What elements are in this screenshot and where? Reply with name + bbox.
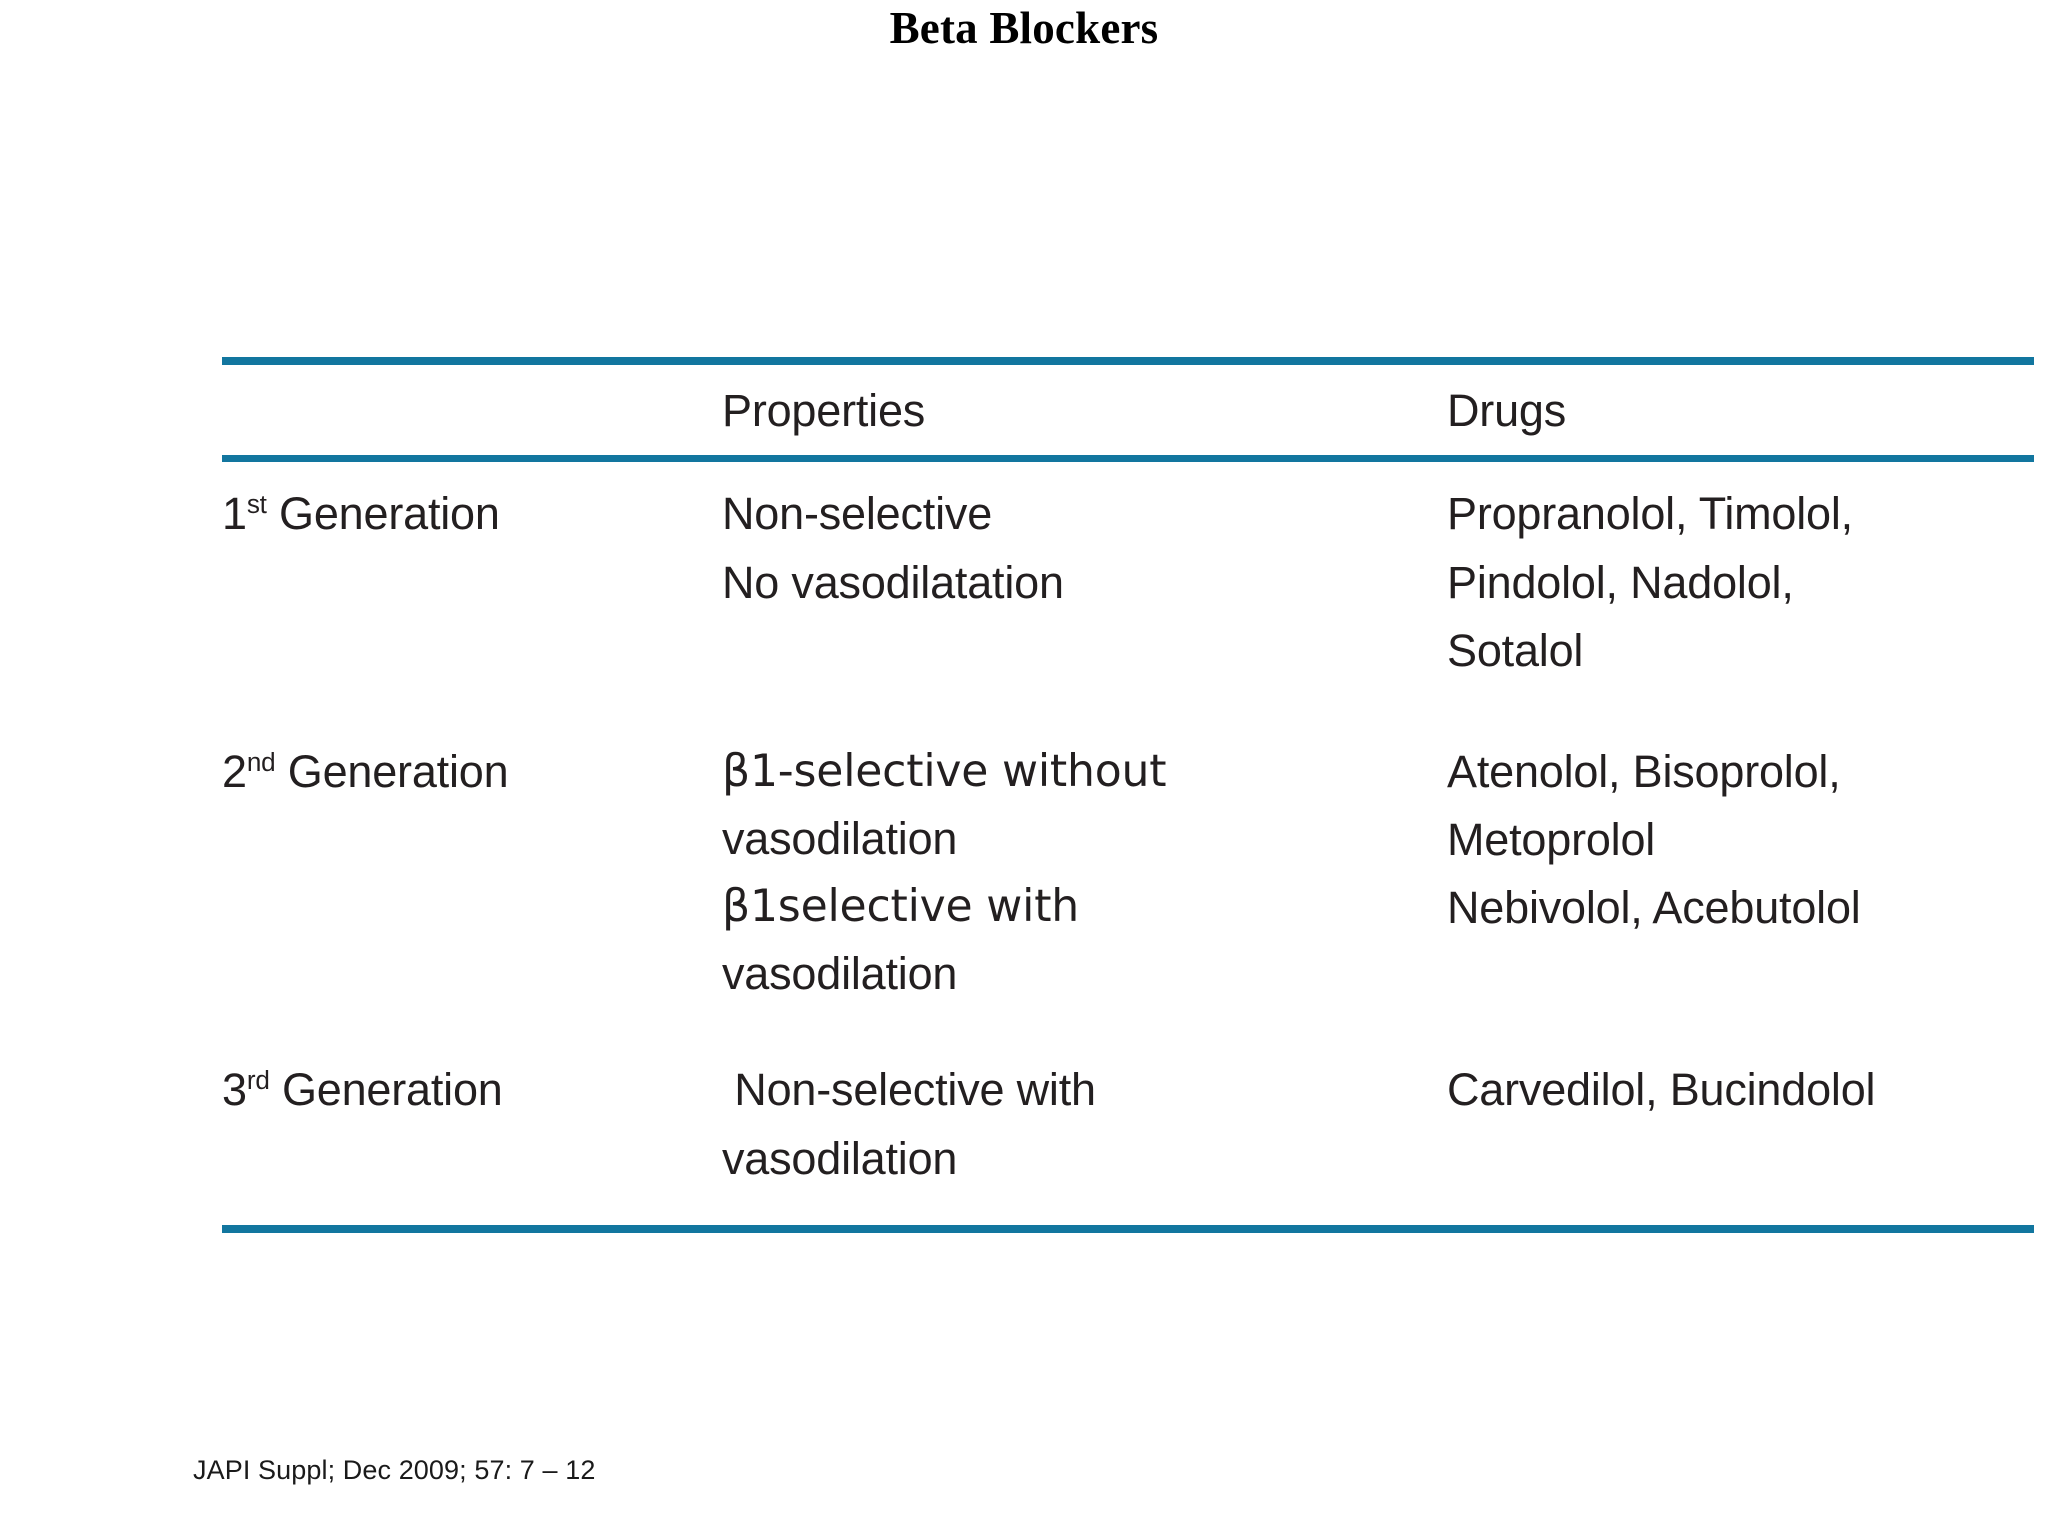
header-generation [222,365,722,387]
beta-blockers-table: Properties Drugs 1st Generation Non-sele… [222,357,2034,1234]
drug-line: Carvedilol, Bucindolol [1447,1064,1876,1116]
property-line: vasodilation [722,812,958,864]
table-row: 2nd Generation β1-selective without vaso… [222,720,2034,1009]
table-row: 1st Generation Non-selective No vasodila… [222,462,2034,685]
generation-word: Generation [279,488,500,540]
property-line: Non-selective [722,488,993,540]
drug-line: Atenolol, Bisoprolol, [1447,745,1841,797]
generation-ordinal: rd [246,1065,270,1096]
generation-word: Generation [281,1064,503,1116]
page-title: Beta Blockers [889,3,1159,53]
row-properties: Non-selective No vasodilatation [722,462,1447,617]
property-line: vasodilation [722,947,958,999]
property-line: No vasodilatation [722,556,1064,608]
table-header-rule [222,455,2034,463]
row-spacer [222,1193,2034,1225]
property-line: β1-selective without [722,745,1167,797]
source-citation: JAPI Suppl; Dec 2009; 57: 7 – 12 [193,1455,596,1485]
row-generation-label: 3rd Generation [222,1038,722,1124]
table-row: 3rd Generation Non-selective with vasodi… [222,1038,2034,1193]
row-generation-label: 2nd Generation [222,720,722,806]
drug-line: Propranolol, Timolol, [1447,488,1853,540]
row-properties: β1-selective without vasodilation β1sele… [722,720,1447,1009]
drug-line: Nebivolol, Acebutolol [1447,882,1861,934]
drug-line: Pindolol, Nadolol, [1447,556,1794,608]
header-drugs: Drugs [1447,385,1567,436]
property-line: Non-selective with [722,1064,1096,1116]
row-generation-label: 1st Generation [222,462,722,548]
generation-number: 2 [222,745,247,797]
table-header-row: Properties Drugs [222,365,2034,455]
generation-ordinal: nd [246,746,276,777]
generation-word: Generation [287,745,509,797]
property-line: β1selective with [722,880,1080,932]
generation-number: 1 [222,488,247,540]
row-drugs: Carvedilol, Bucindolol [1447,1038,2034,1124]
property-line: vasodilation [722,1132,958,1184]
generation-number: 3 [222,1064,247,1116]
header-properties: Properties [722,385,926,436]
row-spacer [222,686,2034,720]
row-properties: Non-selective with vasodilation [722,1038,1447,1193]
row-drugs: Propranolol, Timolol, Pindolol, Nadolol,… [1447,462,2034,685]
drug-line: Sotalol [1447,625,1584,677]
row-spacer [222,1008,2034,1038]
generation-ordinal: st [246,489,267,520]
table-top-rule [222,357,2034,365]
drug-line: Metoprolol [1447,813,1656,865]
table-bottom-rule [222,1225,2034,1234]
row-drugs: Atenolol, Bisoprolol, Metoprolol Nebivol… [1447,720,2034,943]
